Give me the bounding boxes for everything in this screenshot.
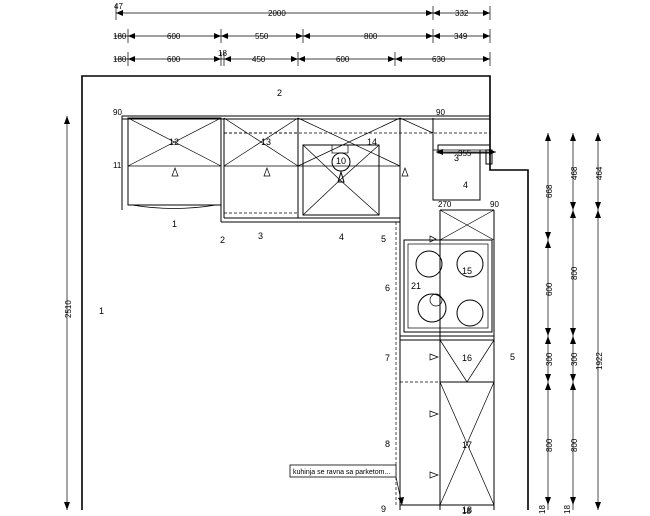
dim-600-b: 600 — [167, 55, 181, 64]
dim-18-top: 18 — [218, 49, 227, 58]
unit-label-10: 10 — [336, 156, 346, 166]
dim-800-r2a: 800 — [570, 266, 579, 280]
dim-300-r1: 300 — [545, 352, 554, 366]
dim-600-c: 600 — [336, 55, 350, 64]
unit-label-3-bottom: 3 — [258, 231, 263, 241]
unit-label-7: 7 — [385, 353, 390, 363]
dim-18-r1: 18 — [538, 505, 547, 514]
dim-180-b: 180 — [113, 55, 127, 64]
unit-label-4-top: 4 — [463, 180, 468, 190]
dim-270: 270 — [438, 200, 452, 209]
unit-label-8: 8 — [385, 439, 390, 449]
unit-label-9: 9 — [381, 504, 386, 514]
dim-800-r2b: 800 — [570, 438, 579, 452]
dim-630: 630 — [432, 55, 446, 64]
note-callout: kuhinja se ravna sa parketom... — [289, 464, 404, 506]
unit-label-17: 17 — [462, 440, 472, 450]
dim-11: 11 — [113, 161, 122, 170]
unit-label-18: 18 — [462, 505, 472, 515]
dim-668: 668 — [545, 184, 554, 198]
unit-label-3-top: 3 — [454, 153, 459, 163]
dim-468: 468 — [570, 166, 579, 180]
unit-label-21: 21 — [411, 281, 421, 291]
wall-labels: 1 2 5 — [99, 88, 515, 362]
dim-332: 332 — [455, 9, 469, 18]
dim-2000: 2000 — [268, 9, 286, 18]
unit-label-15: 15 — [462, 266, 472, 276]
sink — [302, 144, 380, 216]
unit-label-12: 12 — [169, 137, 179, 147]
dim-47: 47 — [114, 2, 123, 11]
unit-label-16: 16 — [462, 353, 472, 363]
unit-label-6: 6 — [385, 283, 390, 293]
dim-1922: 1922 — [595, 352, 604, 370]
dim-90-c: 90 — [490, 200, 499, 209]
top-dimensions: 47 2000 332 180 600 550 800 349 — [113, 2, 491, 66]
upper-cabinets — [121, 115, 491, 223]
dim-355: 355 — [458, 149, 472, 158]
dim-2510: 2510 — [64, 300, 73, 318]
dim-600-a: 600 — [167, 32, 181, 41]
unit-label-14: 14 — [367, 137, 377, 147]
unit-label-1: 1 — [172, 219, 177, 229]
right-dimensions: 668 600 300 800 18 468 800 300 800 18 46… — [538, 133, 604, 514]
right-base-units — [395, 209, 495, 510]
unit-labels: 1 2 3 3 4 4 5 6 7 8 9 10 12 13 14 15 16 … — [169, 137, 472, 515]
unit-label-5: 5 — [381, 234, 386, 244]
unit-label-13: 13 — [261, 137, 271, 147]
dim-18-bottom: 18 — [462, 507, 471, 516]
dim-90-a: 90 — [113, 108, 122, 117]
dim-300-r2: 300 — [570, 352, 579, 366]
tall-unit-top-right — [432, 119, 496, 201]
unit-label-4-bottom: 4 — [339, 232, 344, 242]
dim-349: 349 — [454, 32, 468, 41]
note-text: kuhinja se ravna sa parketom... — [293, 469, 390, 476]
dim-180-a: 180 — [113, 32, 127, 41]
dim-600-r1: 600 — [545, 282, 554, 296]
wall-label-1: 1 — [99, 306, 104, 316]
unit-label-2: 2 — [220, 235, 225, 245]
dim-800-a: 800 — [364, 32, 378, 41]
dim-18-r2: 18 — [563, 505, 572, 514]
dim-450: 450 — [252, 55, 266, 64]
wall-label-2: 2 — [277, 88, 282, 98]
inner-dimensions: 355 270 90 90 90 11 18 — [113, 108, 499, 516]
dim-550: 550 — [255, 32, 269, 41]
dim-90-b: 90 — [436, 108, 445, 117]
wall-label-5: 5 — [510, 352, 515, 362]
left-dimension: 2510 — [64, 116, 73, 510]
dim-800-r1: 800 — [545, 438, 554, 452]
dim-464: 464 — [595, 166, 604, 180]
